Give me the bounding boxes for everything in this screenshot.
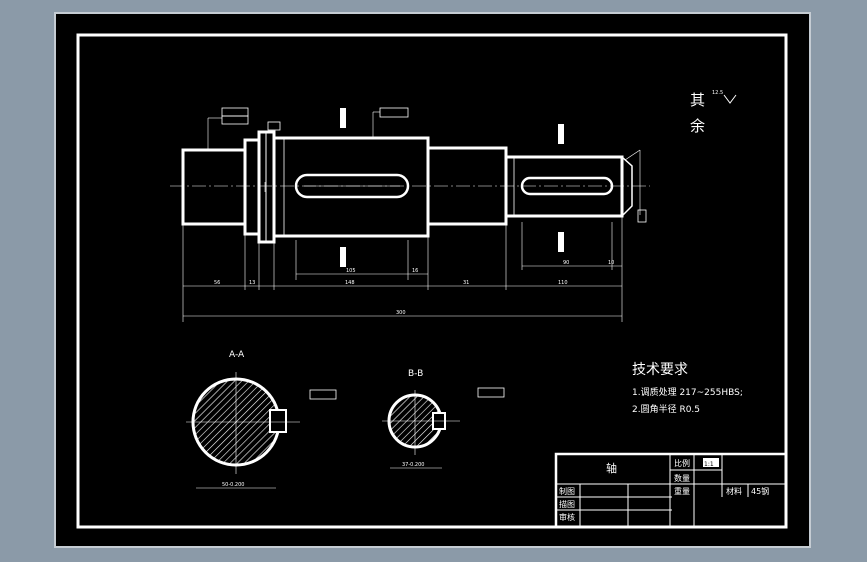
check-label: 审核 (559, 512, 575, 522)
drawing-frame (76, 33, 788, 529)
weight-label: 重量 (674, 486, 690, 496)
dim-keyway-a-offset: 16 (412, 268, 418, 274)
section-a-dim: 50-0.200 (222, 482, 244, 488)
section-a-label: A-A (229, 350, 245, 360)
finish-value: 12.5 (712, 90, 723, 96)
tech-req-item-1: 1.调质处理 217~255HBS; (632, 386, 743, 398)
material-label: 材料 (726, 486, 742, 496)
design-label: 描图 (559, 499, 575, 509)
shaft-main-view (170, 130, 650, 244)
dimension-lines (182, 111, 641, 322)
tech-req-title: 技术要求 (632, 362, 688, 378)
part-name: 轴 (606, 461, 617, 475)
section-b-label: B-B (408, 369, 423, 379)
section-a-keyway (269, 409, 287, 433)
scale-label: 比例 (674, 458, 690, 468)
tech-req-item-2: 2.圆角半径 R0.5 (632, 403, 700, 415)
dim-keyway-b: 90 (563, 260, 569, 266)
section-a: A-A 50-0.200 (186, 350, 337, 489)
dim-seg1: 56 (214, 280, 220, 286)
dim-keyway-a: 105 (346, 268, 356, 274)
drawing-sheet (56, 14, 809, 546)
dim-total: 300 (396, 310, 406, 316)
dim-seg2: 13 (249, 280, 255, 286)
dimension-texts: 56 13 148 31 110 300 105 16 90 10 (214, 260, 614, 316)
scale-value: 1:1 (704, 461, 714, 468)
section-b: B-B 37-0.200 (382, 369, 505, 469)
surface-finish-note: 其 余 12.5 (690, 90, 737, 135)
section-b-dim: 37-0.200 (402, 462, 424, 468)
roughness-symbol-icon (723, 94, 737, 104)
title-block (554, 452, 788, 529)
title-block-texts: 轴 比例 1:1 数量 重量 材料 45钢 制图 描图 审核 (559, 458, 769, 522)
tolerance-frames (221, 107, 647, 223)
material-value: 45钢 (751, 486, 769, 496)
dim-seg4: 31 (463, 280, 469, 286)
dim-seg5: 110 (558, 280, 568, 286)
technical-requirements: 技术要求 1.调质处理 217~255HBS; 2.圆角半径 R0.5 (632, 362, 743, 415)
finish-char-2: 余 (690, 117, 705, 135)
dim-keyway-b-offset: 10 (608, 260, 614, 266)
dim-seg3: 148 (345, 280, 355, 286)
drawn-label: 制图 (559, 486, 575, 496)
finish-char-1: 其 (690, 91, 705, 109)
section-cut-marks (340, 108, 564, 267)
qty-label: 数量 (674, 473, 690, 483)
